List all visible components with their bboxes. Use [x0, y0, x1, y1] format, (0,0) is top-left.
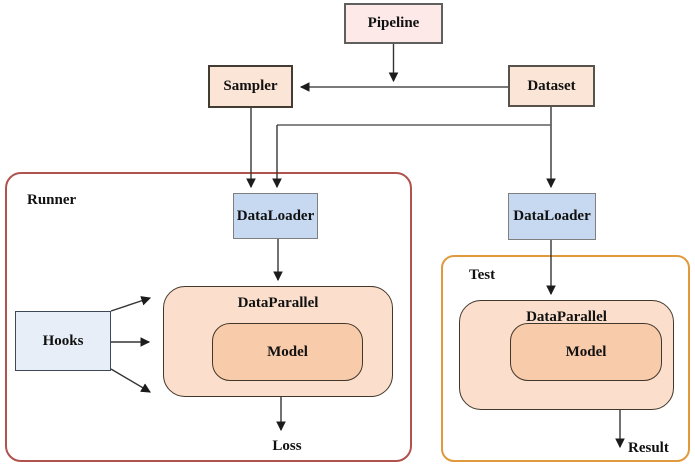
node-model-train-label: Model: [267, 343, 308, 360]
node-model-test: Model: [510, 323, 662, 381]
node-dataparallel-train-label: DataParallel: [237, 295, 319, 311]
result-output-label: Result: [628, 440, 669, 456]
node-dataset-label: Dataset: [527, 77, 576, 94]
node-dataset: Dataset: [508, 65, 595, 107]
edge-hooks-top: [110, 296, 152, 312]
node-dataloader-train: DataLoader: [233, 193, 318, 239]
node-pipeline-label: Pipeline: [367, 15, 420, 31]
node-dataloader-test-label: DataLoader: [513, 208, 591, 224]
node-dataloader-test: DataLoader: [508, 193, 596, 240]
edge-hooks-bottom: [110, 368, 151, 393]
node-model-test-label: Model: [565, 343, 607, 360]
node-dataloader-train-label: DataLoader: [236, 207, 315, 224]
test-container-label: Test: [469, 267, 496, 283]
node-sampler: Sampler: [208, 65, 293, 108]
loss-output-label: Loss: [272, 438, 302, 454]
node-hooks-label: Hooks: [42, 332, 84, 349]
test-container: [441, 255, 690, 462]
node-hooks: Hooks: [15, 311, 111, 371]
runner-container-label: Runner: [27, 192, 77, 208]
runner-container: [5, 172, 412, 462]
node-sampler-label: Sampler: [223, 78, 278, 94]
node-dataparallel-test-label: DataParallel: [526, 309, 607, 325]
node-model-train: Model: [212, 323, 363, 381]
node-pipeline: Pipeline: [344, 3, 443, 44]
